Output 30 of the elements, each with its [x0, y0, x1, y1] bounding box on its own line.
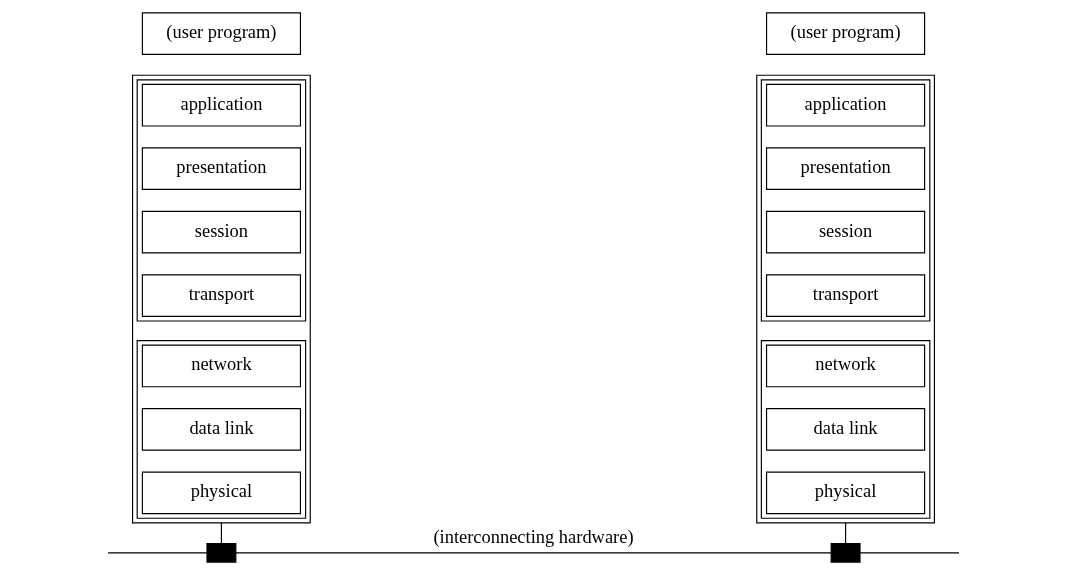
node-box: presentation [141, 147, 301, 190]
node-box: physical [141, 471, 301, 515]
node-box [830, 543, 861, 563]
connector [107, 552, 208, 554]
node-box: session [766, 210, 926, 254]
edge-label: (interconnecting hardware) [433, 527, 634, 548]
node-box: application [141, 83, 301, 127]
cluster [760, 79, 931, 322]
connector [845, 522, 847, 545]
node-box: presentation [766, 147, 926, 190]
cluster [136, 340, 307, 519]
cluster [132, 74, 311, 524]
node-box: network [141, 344, 301, 388]
cluster [760, 340, 931, 519]
node-box: transport [766, 274, 926, 317]
node-box: data link [141, 408, 301, 451]
connector [235, 552, 832, 554]
node-box: session [141, 210, 301, 254]
cluster [756, 74, 935, 524]
node-box: (user program) [766, 12, 926, 55]
cluster [136, 79, 307, 322]
node-box: physical [766, 471, 926, 515]
node-box: application [766, 83, 926, 127]
connector [859, 552, 960, 554]
node-box: data link [766, 408, 926, 451]
node-box: network [766, 344, 926, 388]
node-box: transport [141, 274, 301, 317]
connector [220, 522, 222, 545]
node-box [206, 543, 237, 563]
node-box: (user program) [141, 12, 301, 55]
